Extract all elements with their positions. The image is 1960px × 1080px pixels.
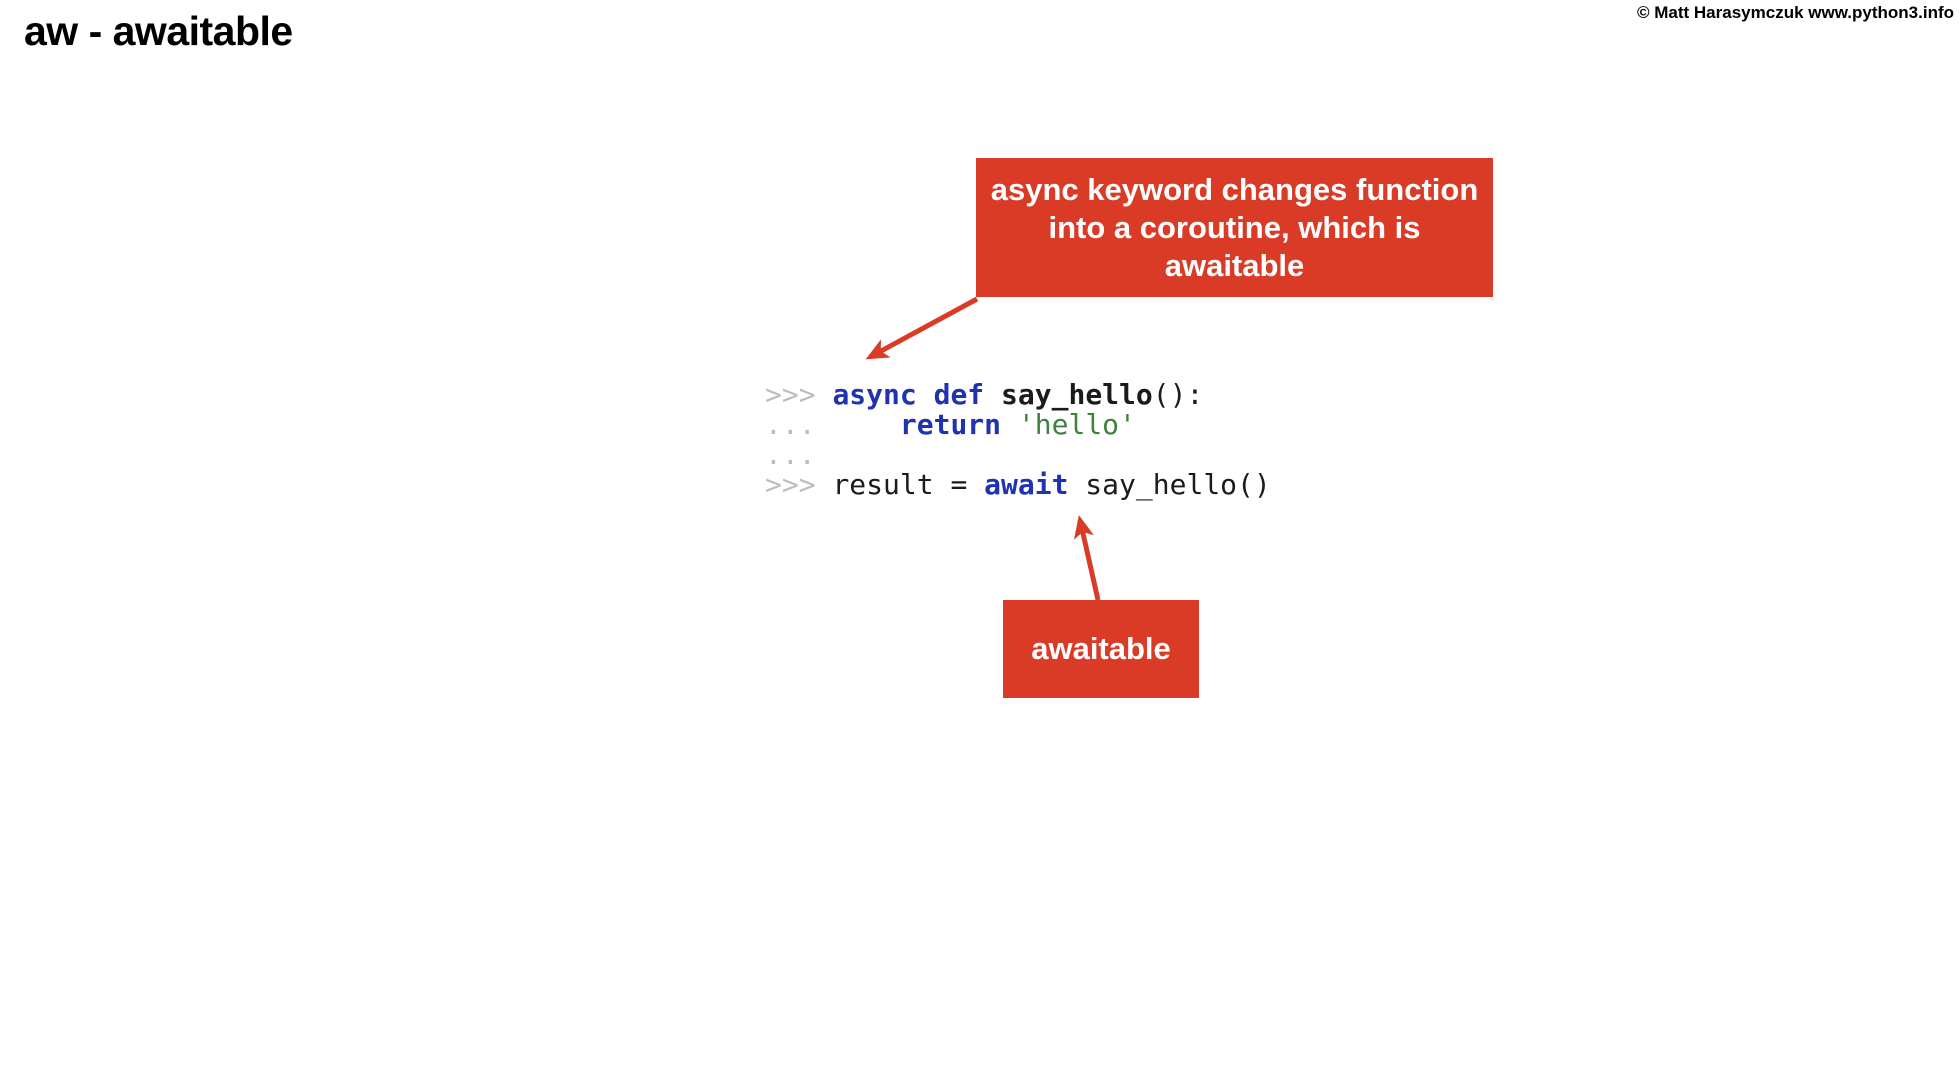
code-token-keyword: return xyxy=(899,408,1002,441)
page-title: aw - awaitable xyxy=(24,8,293,54)
copyright-notice: © Matt Harasymczuk www.python3.info xyxy=(1637,3,1954,22)
arrow-awaitable-to-code xyxy=(1073,515,1101,601)
code-block: >>> async def say_hello():... return 'he… xyxy=(765,380,1271,500)
code-line: ... xyxy=(765,440,1271,470)
code-prompt: ... xyxy=(765,438,833,471)
arrow-async-to-code xyxy=(865,296,979,360)
code-token-plain xyxy=(1001,408,1018,441)
callout-awaitable: awaitable xyxy=(1003,600,1199,698)
code-prompt: >>> xyxy=(765,378,833,411)
code-token-plain xyxy=(832,408,899,441)
code-token-plain xyxy=(984,378,1001,411)
code-prompt: ... xyxy=(765,408,833,441)
callout-awaitable-text: awaitable xyxy=(1031,631,1171,666)
code-token-keyword: await xyxy=(984,468,1069,501)
code-token-plain: (): xyxy=(1152,378,1204,411)
code-token-function: say_hello xyxy=(1001,378,1153,411)
callout-async-keyword: async keyword changes function into a co… xyxy=(976,158,1493,297)
code-line: >>> async def say_hello(): xyxy=(765,380,1271,410)
callout-async-keyword-line1: async keyword changes function xyxy=(990,171,1479,207)
callout-async-keyword-line2: into a coroutine, which is awaitable xyxy=(1048,209,1421,283)
code-token-keyword: def xyxy=(933,378,985,411)
code-token-plain: result = xyxy=(832,468,985,501)
code-line: >>> result = await say_hello() xyxy=(765,470,1271,500)
callout-async-keyword-text: async keyword changes function into a co… xyxy=(986,171,1483,285)
code-token-keyword: async xyxy=(832,378,917,411)
code-token-string: 'hello' xyxy=(1017,408,1136,441)
code-token-plain: say_hello() xyxy=(1068,468,1271,501)
code-line: ... return 'hello' xyxy=(765,410,1271,440)
code-prompt: >>> xyxy=(765,468,833,501)
code-token-plain xyxy=(917,378,934,411)
